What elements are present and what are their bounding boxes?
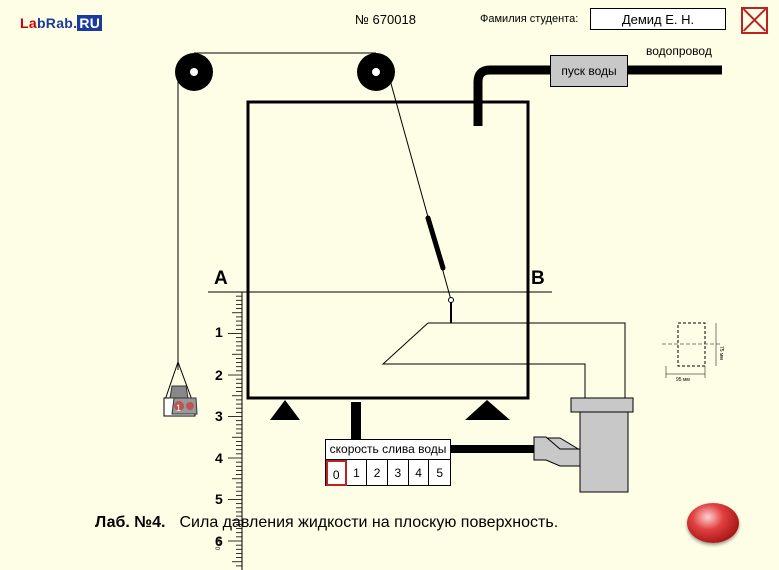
speed-option-3[interactable]: 3 [388, 460, 409, 486]
speed-option-1[interactable]: 1 [347, 460, 368, 486]
pulley-right [357, 53, 395, 91]
lab-title: Лаб. №4. Сила давления жидкости на плоску… [95, 514, 558, 532]
next-step-button[interactable] [687, 503, 739, 543]
support-right [465, 400, 510, 420]
drain-speed-panel: скорость слива воды 0 1 2 3 4 5 [325, 439, 451, 486]
logo-part-ru: RU [77, 15, 103, 31]
speed-option-0[interactable]: 0 [326, 460, 347, 486]
ruler-unit: 0 см [216, 537, 222, 550]
dim-width-label: 95 мм [676, 377, 690, 383]
speed-option-5[interactable]: 5 [436, 466, 444, 480]
labrab-logo: LabRab.RU [20, 15, 103, 31]
point-a-label: A [214, 268, 228, 289]
water-pipe [473, 65, 722, 126]
support-left [270, 400, 300, 420]
lab-number: Лаб. №4. [95, 514, 166, 531]
logo-part-la: La [20, 15, 37, 31]
close-button[interactable] [741, 7, 768, 34]
ruler-number: 2 [215, 367, 223, 383]
variant-number: № 670018 [355, 12, 416, 27]
pulley-left [175, 53, 213, 91]
dimension-diagram [662, 322, 720, 378]
ruler-number: 4 [215, 450, 223, 466]
student-name-field[interactable]: Демид Е. Н. [590, 8, 726, 30]
logo-part-brab: bRab [36, 15, 74, 31]
point-b-label: B [531, 268, 545, 289]
plate-channel [381, 322, 626, 398]
measuring-vessel [533, 397, 634, 493]
water-pipe-label: водопровод [646, 44, 712, 58]
speed-option-4[interactable]: 4 [409, 460, 430, 486]
ruler-number: 5 [215, 491, 223, 507]
ruler-number: 1 [215, 324, 223, 340]
hinge-point [448, 297, 454, 303]
water-start-button[interactable]: пуск воды [550, 55, 628, 87]
ruler-number: 3 [215, 408, 223, 424]
ruler-number: 6 [215, 533, 223, 549]
dim-height-label: 75 мм [718, 346, 724, 360]
drain-speed-title: скорость слива воды [326, 440, 450, 460]
logo-part-dot: . [73, 15, 78, 31]
lever-rod [425, 215, 446, 271]
weight-label: 1 [176, 403, 181, 413]
student-label: Фамилия студента: [480, 13, 579, 25]
tank [246, 100, 530, 400]
weight-hanger [163, 361, 198, 417]
speed-option-2[interactable]: 2 [367, 460, 388, 486]
ruler [228, 291, 243, 570]
drain-pipe [351, 402, 361, 440]
lab-name: Сила давления жидкости на плоскую поверх… [179, 514, 559, 531]
